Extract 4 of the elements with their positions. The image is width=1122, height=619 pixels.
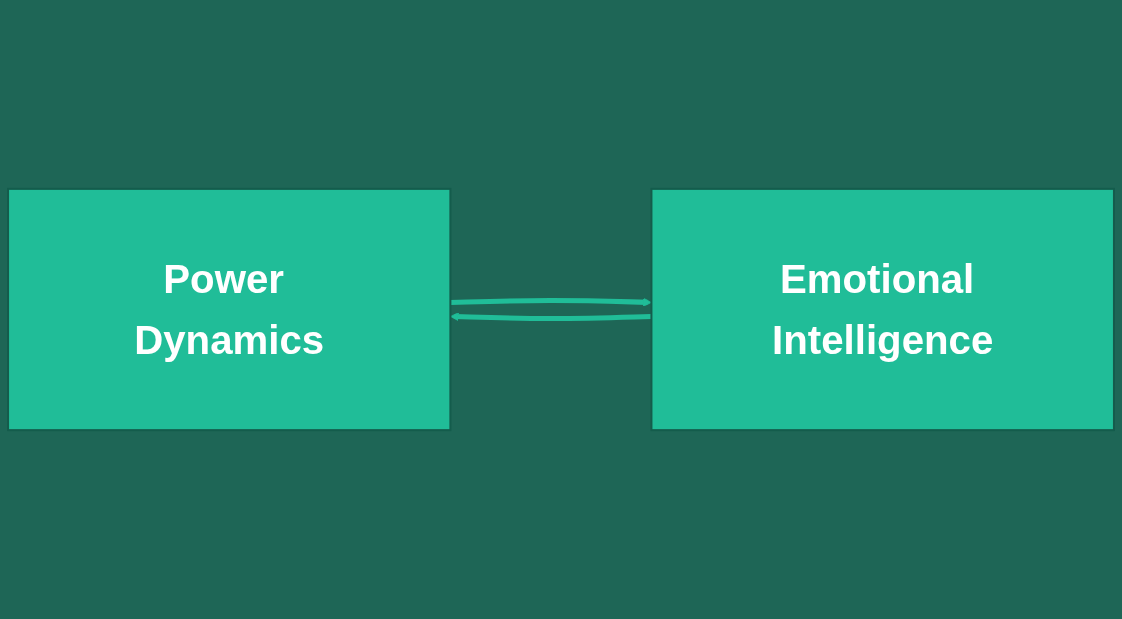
node-box: Emotional Intelligence <box>650 187 1115 432</box>
node-box: Power Dynamics <box>7 187 452 432</box>
arrow <box>450 297 652 307</box>
arrow <box>450 312 652 322</box>
